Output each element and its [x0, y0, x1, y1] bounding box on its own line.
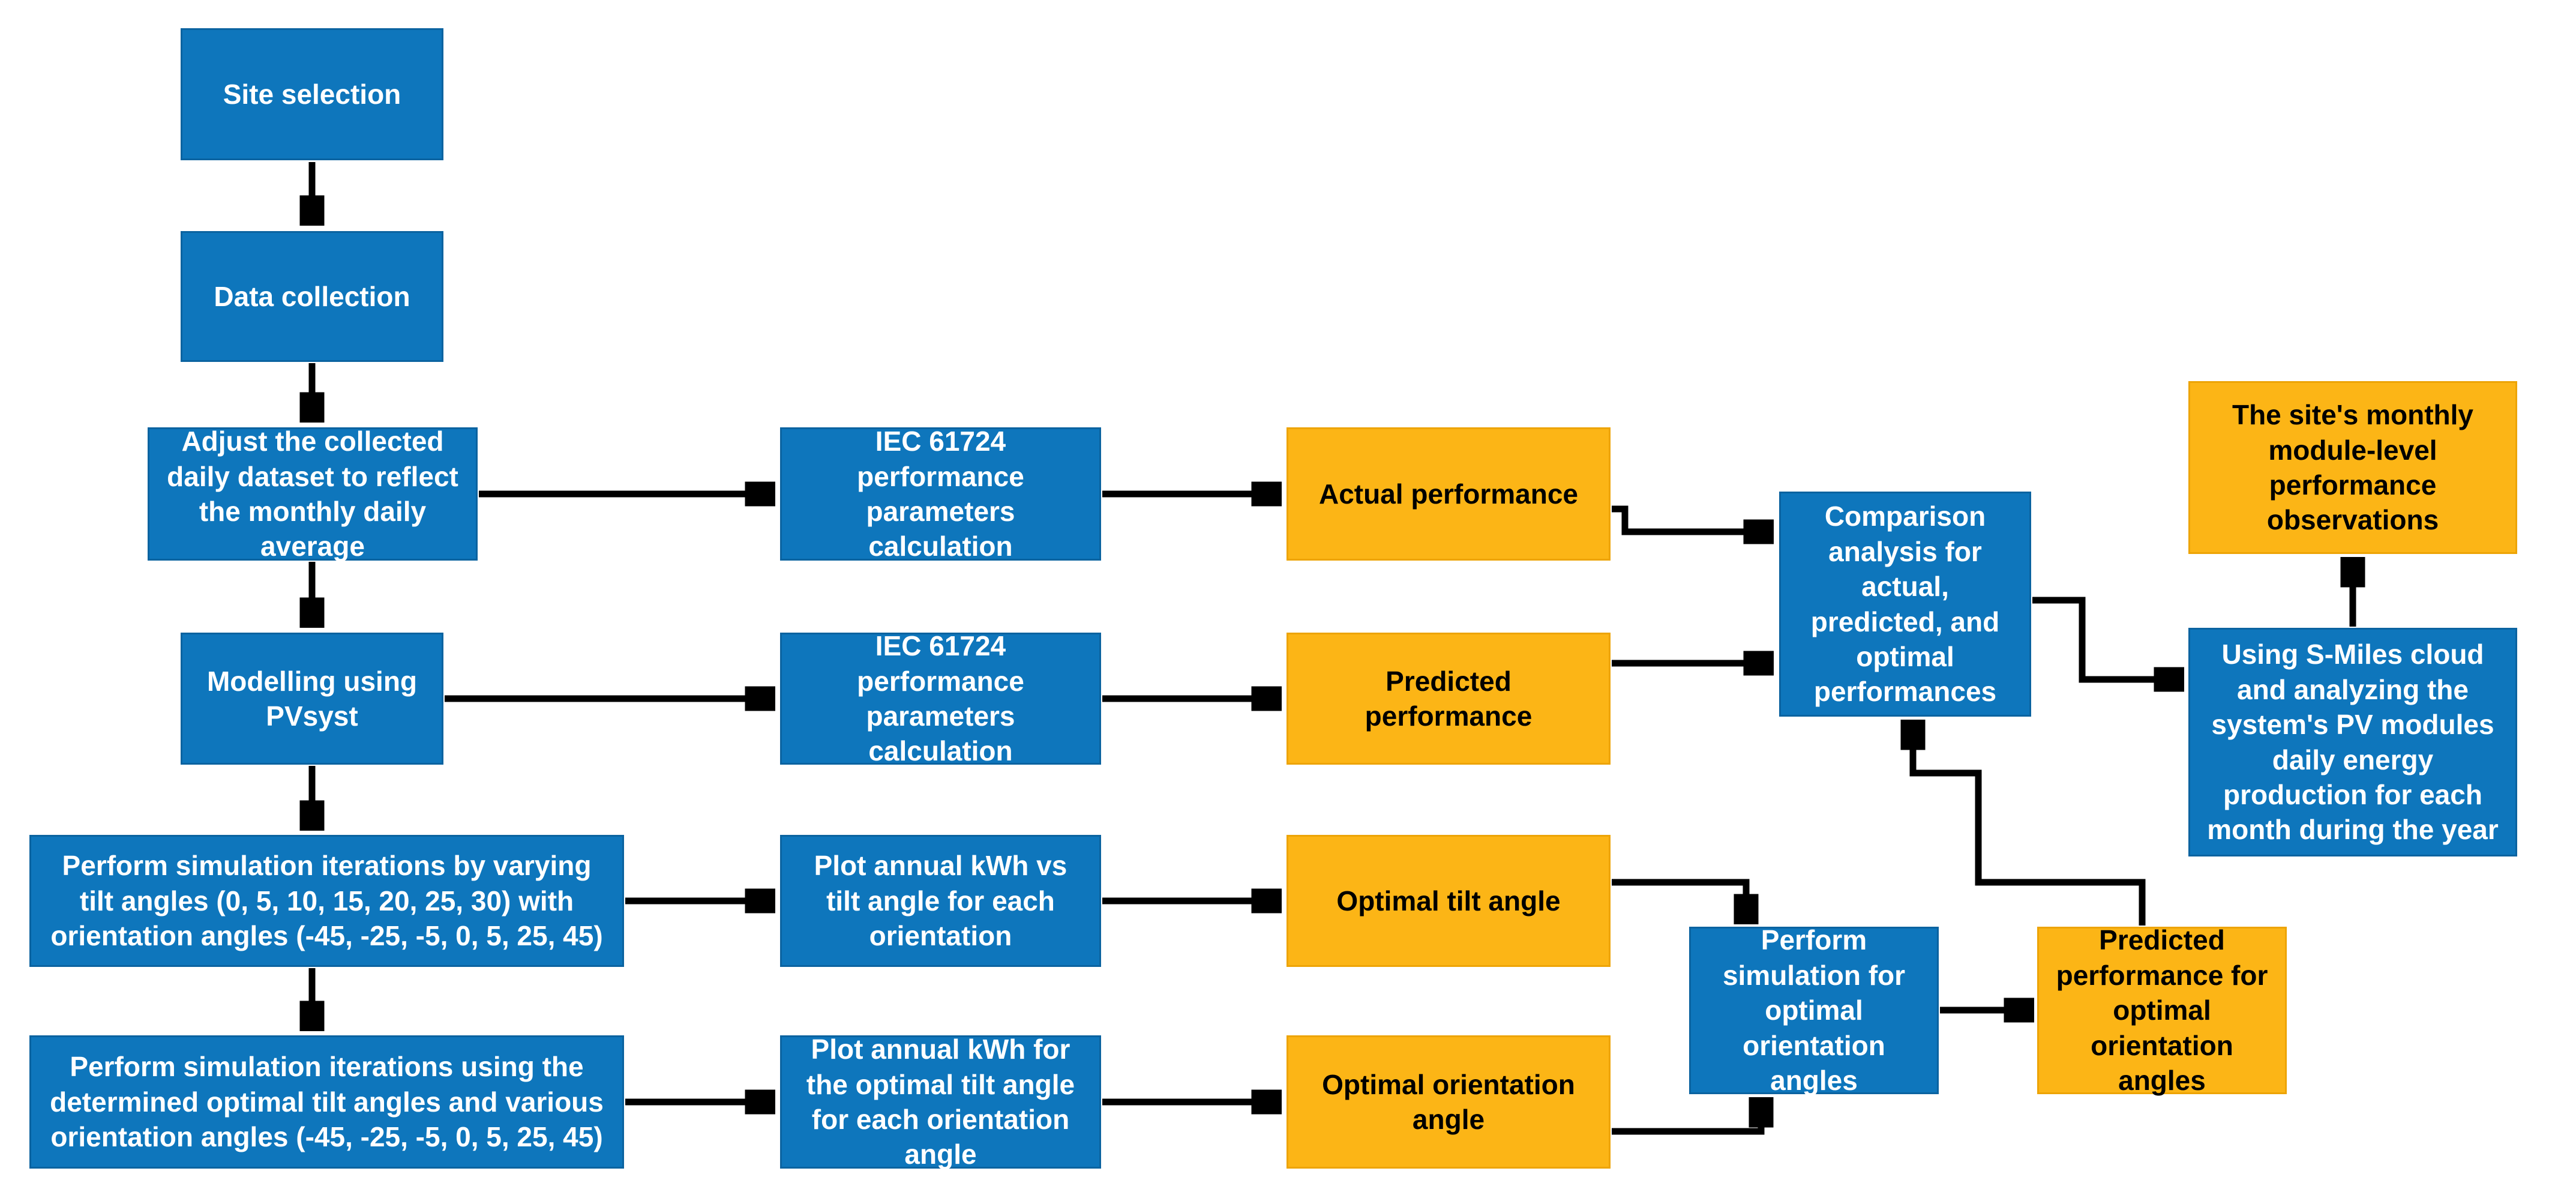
node-optimal-tilt: Optimal tilt angle [1286, 835, 1611, 967]
node-sim-orientation-label: Perform simulation iterations using the … [50, 1051, 604, 1153]
node-smiles-cloud-label: Using S-Miles cloud and analyzing the sy… [2207, 639, 2499, 846]
node-predicted-optimal: Predicted performance for optimal orient… [2037, 924, 2287, 1096]
node-iec-predicted-label: IEC 61724 performance parameters calcula… [857, 630, 1024, 767]
arrow-optimalorientation-to-simoptimal [1612, 1100, 1761, 1135]
node-iec-predicted: IEC 61724 performance parameters calcula… [780, 630, 1101, 766]
node-predicted-performance: Predicted performance [1286, 633, 1611, 765]
node-site-selection: Site selection [181, 28, 443, 160]
node-sim-tilt: Perform simulation iterations by varying… [29, 835, 624, 967]
node-monthly-observations-label: The site's monthly module-level performa… [2232, 399, 2473, 536]
node-modelling-pvsyst: Modelling using PVsyst [181, 633, 443, 765]
node-optimal-orientation: Optimal orientation angle [1286, 1035, 1611, 1169]
arrow-predictedoptimal-to-comparison [1913, 722, 2146, 926]
node-smiles-cloud: Using S-Miles cloud and analyzing the sy… [2188, 628, 2517, 856]
node-modelling-pvsyst-label: Modelling using PVsyst [206, 665, 418, 732]
node-actual-performance-label: Actual performance [1318, 478, 1578, 510]
node-iec-actual-label: IEC 61724 performance parameters calcula… [857, 426, 1024, 562]
node-plot-orientation-label: Plot annual kWh for the optimal tilt ang… [806, 1034, 1075, 1170]
node-monthly-observations: The site's monthly module-level performa… [2188, 381, 2517, 554]
node-comparison-label: Comparison analysis for actual, predicte… [1810, 501, 2000, 708]
node-data-collection: Data collection [181, 231, 443, 362]
node-adjust-dataset-label: Adjust the collected daily dataset to re… [167, 426, 458, 562]
node-predicted-optimal-label: Predicted performance for optimal orient… [2056, 924, 2268, 1097]
node-site-selection-label: Site selection [223, 78, 401, 110]
node-sim-orientation: Perform simulation iterations using the … [29, 1035, 624, 1169]
node-plot-tilt: Plot annual kWh vs tilt angle for each o… [780, 835, 1101, 967]
node-sim-optimal-orientation-label: Perform simulation for optimal orientati… [1722, 924, 1906, 1097]
node-optimal-orientation-label: Optimal orientation angle [1322, 1068, 1575, 1135]
node-iec-actual: IEC 61724 performance parameters calcula… [780, 426, 1101, 562]
node-plot-orientation: Plot annual kWh for the optimal tilt ang… [780, 1034, 1101, 1170]
node-plot-tilt-label: Plot annual kWh vs tilt angle for each o… [814, 850, 1067, 952]
node-optimal-tilt-label: Optimal tilt angle [1336, 885, 1561, 917]
node-sim-optimal-orientation: Perform simulation for optimal orientati… [1689, 924, 1939, 1096]
node-data-collection-label: Data collection [214, 280, 410, 312]
node-sim-tilt-label: Perform simulation iterations by varying… [50, 850, 603, 952]
node-predicted-performance-label: Predicted performance [1365, 665, 1533, 732]
arrow-comparison-to-smiles [2032, 597, 2182, 679]
node-comparison: Comparison analysis for actual, predicte… [1779, 492, 2031, 717]
node-actual-performance: Actual performance [1286, 427, 1611, 561]
arrow-actual-to-comparison [1612, 505, 1771, 532]
arrow-optimaltilt-to-simoptimal [1612, 879, 1746, 922]
node-adjust-dataset: Adjust the collected daily dataset to re… [148, 426, 478, 562]
